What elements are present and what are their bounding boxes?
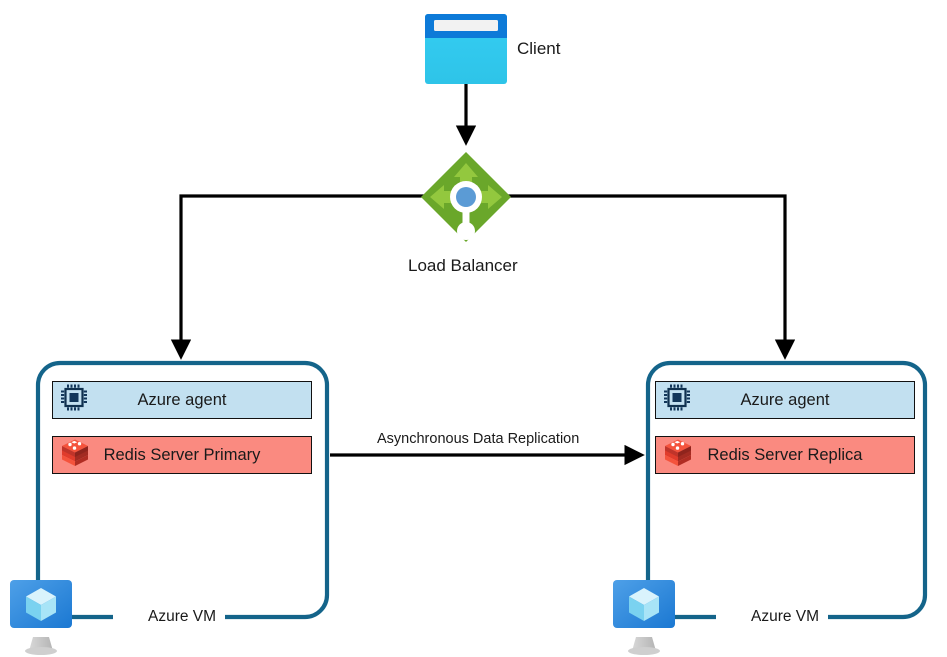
cpu-chip-icon: [59, 383, 89, 418]
redis-cube-icon: [59, 437, 91, 474]
redis-cube-icon: [662, 437, 694, 474]
edge-load-balancer-to-replica: [508, 194, 796, 360]
client-icon: [425, 14, 507, 84]
azure-vm-icon-primary: [10, 580, 72, 655]
load-balancer-label: Load Balancer: [408, 256, 518, 275]
azure-vm-icon-replica: [613, 580, 675, 655]
primary-vm-label: Azure VM: [139, 609, 226, 625]
replica-redis-box[interactable]: Redis Server Replica: [655, 436, 915, 474]
replica-vm-label: Azure VM: [742, 609, 829, 625]
primary-redis-label: Redis Server Primary: [103, 445, 261, 464]
primary-redis-box[interactable]: Redis Server Primary: [52, 436, 312, 474]
load-balancer-icon: [421, 152, 511, 242]
cpu-chip-icon: [662, 383, 692, 418]
replica-azure-agent-box[interactable]: Azure agent: [655, 381, 915, 419]
primary-azure-agent-box[interactable]: Azure agent: [52, 381, 312, 419]
primary-azure-agent-label: Azure agent: [137, 390, 227, 409]
replication-label: Asynchronous Data Replication: [377, 431, 580, 447]
client-label: Client: [517, 39, 561, 58]
edge-load-balancer-to-primary: [170, 194, 424, 360]
replica-redis-label: Redis Server Replica: [707, 445, 863, 464]
replica-azure-agent-label: Azure agent: [740, 390, 830, 409]
